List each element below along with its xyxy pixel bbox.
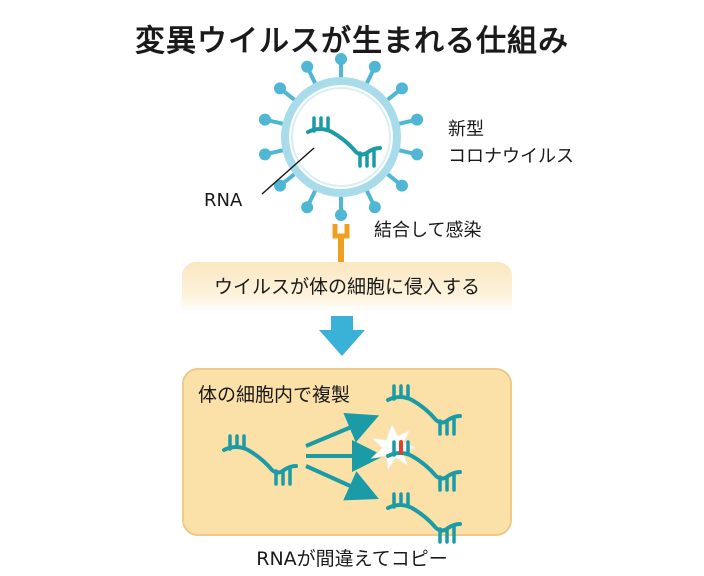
binding-label: 結合して感染 xyxy=(374,220,482,241)
rna-pointer-line xyxy=(261,147,315,195)
virus-spike-tip xyxy=(274,82,287,95)
step1-box xyxy=(182,262,512,312)
step1-text: ウイルスが体の細胞に侵入する xyxy=(213,276,480,298)
replication-arrows xyxy=(305,412,384,501)
copy-rna-mutated xyxy=(386,440,462,492)
virus-spike-tip xyxy=(335,53,347,65)
virus-spike-tip xyxy=(395,82,408,95)
virus-spike-tip xyxy=(258,113,271,126)
virus-spike-tip xyxy=(368,60,381,73)
copy-rna-bottom xyxy=(386,492,462,544)
page-title: 変異ウイルスが生まれる仕組み xyxy=(135,24,569,59)
virus-spike-tip xyxy=(335,209,347,221)
down-arrow xyxy=(319,316,365,356)
receptor xyxy=(332,224,350,262)
virus-spike-tip xyxy=(301,60,314,73)
virus-spike-tip xyxy=(274,179,287,192)
virus-spike-tip xyxy=(368,201,381,214)
virus-label-line2: コロナウイルス xyxy=(448,146,574,167)
virus-label-line1: 新型 xyxy=(448,119,484,140)
virus xyxy=(258,53,424,221)
virus-spike-tip xyxy=(395,179,408,192)
step2-text: 体の細胞内で複製 xyxy=(198,384,351,406)
virus-spike-tip xyxy=(411,148,424,161)
original-rna xyxy=(222,434,298,486)
virus-label: 新型 コロナウイルス xyxy=(448,116,574,170)
copy-rna-top xyxy=(386,384,462,436)
rna-label: RNA xyxy=(204,190,243,211)
virus-spike-tip xyxy=(301,201,314,214)
bottom-caption: RNAが間違えてコピー xyxy=(256,548,448,570)
virus-spike-tip xyxy=(411,113,424,126)
step2-box xyxy=(182,368,512,536)
virus-rna xyxy=(306,116,382,168)
virus-spike-tip xyxy=(258,148,271,161)
